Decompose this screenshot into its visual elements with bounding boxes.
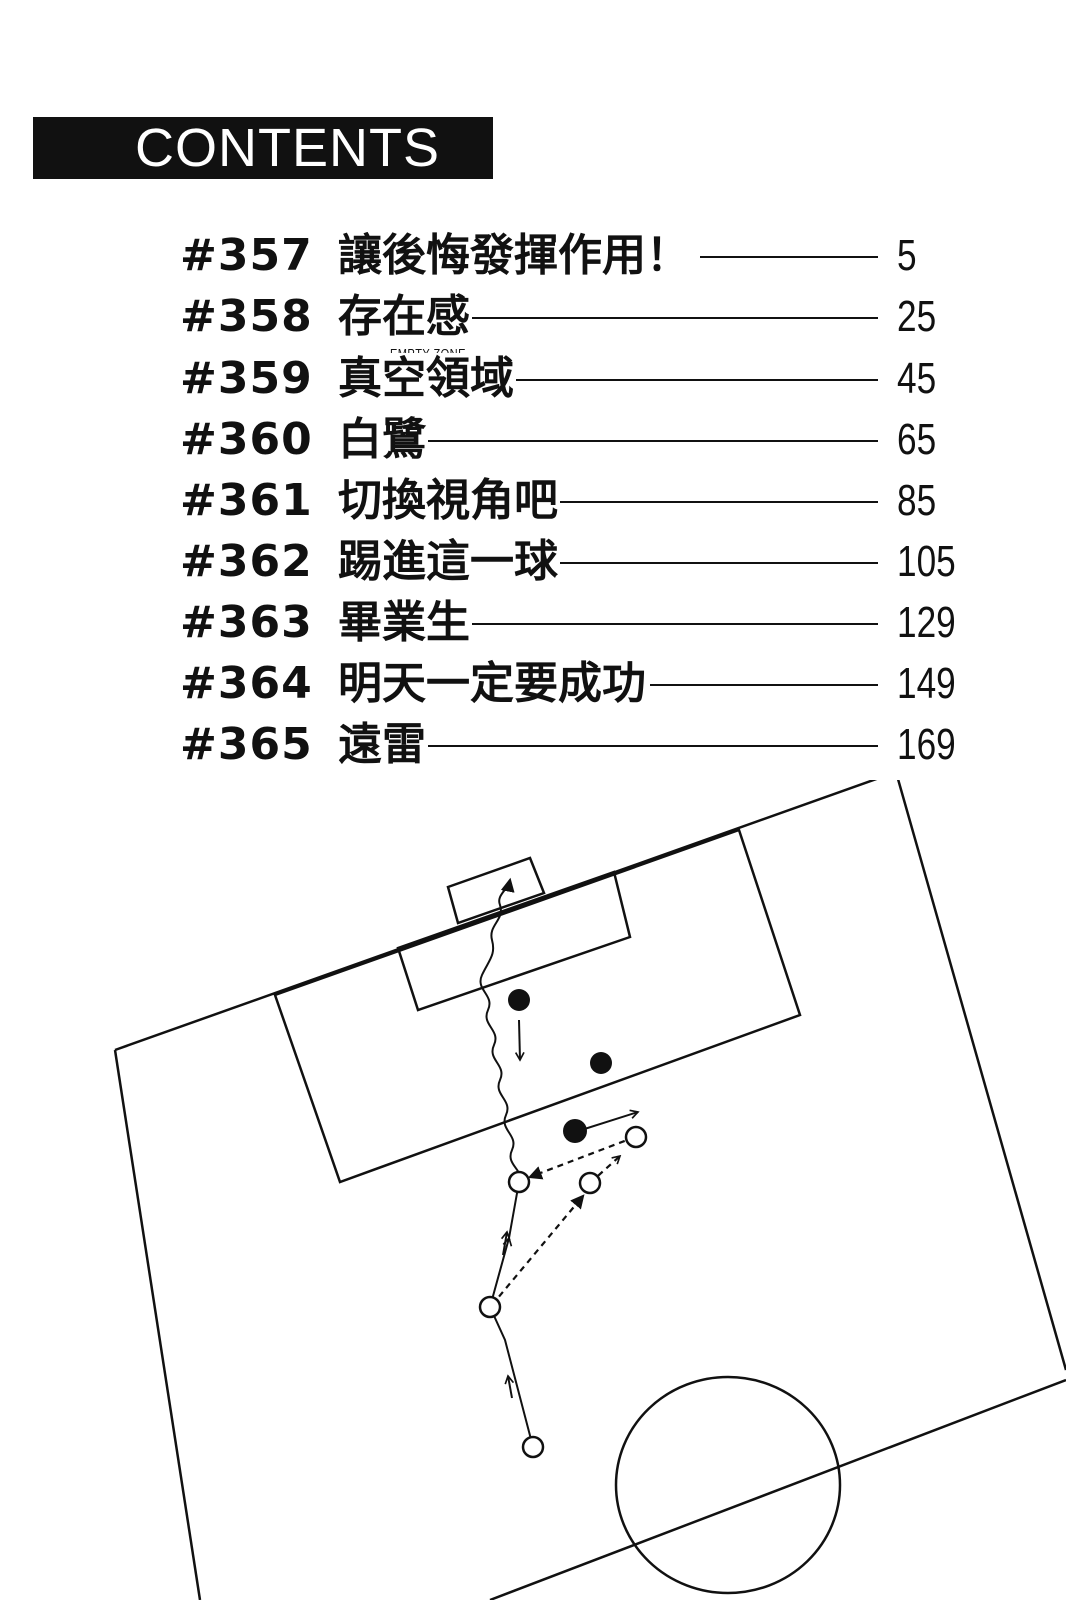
page-number: 149 (897, 659, 956, 708)
toc-entry[interactable]: #360 白鷺 65 (0, 410, 1066, 472)
chapter-title: 讓後悔發揮作用！ (338, 230, 692, 282)
toc-leader-line (515, 379, 878, 381)
chapter-title: 白鷺 (338, 414, 428, 466)
chapter-title: 切換視角吧 (338, 475, 560, 527)
run-path (489, 1306, 534, 1448)
chapter-title: 畢業生 (338, 597, 472, 649)
chapter-number: #358 (180, 291, 313, 342)
page-number: 105 (897, 537, 956, 586)
toc-leader-line (700, 256, 878, 258)
chapter-title: 存在感 (338, 291, 472, 343)
toc-leader-line (425, 745, 878, 747)
movement-arrow (519, 1019, 520, 1060)
attacker-marker (507, 1170, 531, 1194)
attacker-marker (478, 1295, 502, 1319)
toc-entry[interactable]: #359 真空領域 45 (0, 349, 1066, 411)
page-number: 25 (897, 292, 937, 341)
page-number: 129 (897, 598, 956, 647)
contents-header-title: CONTENTS (135, 118, 440, 178)
page-number: 85 (897, 476, 937, 525)
penalty-area (273, 828, 802, 1184)
chapter-number: #360 (180, 414, 313, 465)
pitch-outline (114, 780, 1066, 1371)
chapter-number: #357 (180, 230, 313, 281)
toc-leader-line (425, 440, 878, 442)
toc-entry[interactable]: #357 讓後悔發揮作用！ 5 (0, 226, 1066, 288)
goal (446, 856, 546, 925)
chapter-title: 踢進這一球 (338, 536, 560, 588)
page-number: 169 (897, 720, 956, 769)
toc-entry[interactable]: #364 明天一定要成功 149 (0, 654, 1066, 716)
attacker-marker (624, 1125, 648, 1149)
chapter-number: #364 (180, 658, 313, 709)
chapter-number: #359 (180, 353, 313, 404)
attacker-marker (521, 1435, 545, 1459)
toc-entry[interactable]: #363 畢業生 129 (0, 593, 1066, 655)
defender-marker (508, 989, 530, 1011)
soccer-pitch-diagram (113, 780, 1066, 1600)
toc-entry[interactable]: #362 踢進這一球 105 (0, 532, 1066, 594)
toc-entry[interactable]: #361 切換視角吧 85 (0, 471, 1066, 533)
chapter-title: 真空領域 (338, 353, 516, 405)
pass-line (527, 1135, 636, 1180)
pass-line (589, 1156, 620, 1184)
table-of-contents: #357 讓後悔發揮作用！ 5 #358 存在感 25 EMPTY ZONE #… (0, 226, 1066, 777)
toc-leader-line (560, 501, 878, 503)
chapter-number: #363 (180, 597, 313, 648)
defender-marker (590, 1052, 612, 1074)
toc-leader-line (560, 562, 878, 564)
halfway-line (489, 1378, 1066, 1600)
chapter-title: 明天一定要成功 (338, 658, 648, 710)
contents-header-bar (33, 117, 493, 179)
pitch-outline (113, 1049, 202, 1600)
chapter-title: 遠雷 (338, 719, 428, 771)
dribble-path (479, 877, 522, 1183)
toc-entry[interactable]: #358 存在感 25 (0, 287, 1066, 349)
movement-arrow (503, 1232, 507, 1256)
toc-leader-line (650, 684, 878, 686)
page-number: 65 (897, 415, 937, 464)
toc-entry[interactable]: #365 遠雷 169 (0, 715, 1066, 777)
movement-arrow (508, 1376, 512, 1399)
chapter-number: #362 (180, 536, 313, 587)
toc-leader-line (470, 317, 878, 319)
chapter-number: #361 (180, 475, 313, 526)
center-circle (614, 1375, 842, 1595)
defender-marker (563, 1119, 587, 1143)
chapter-number: #365 (180, 719, 313, 770)
goal-area (396, 870, 632, 1012)
attacker-marker (578, 1171, 602, 1195)
pass-line (491, 1194, 585, 1306)
page-number: 45 (897, 354, 937, 403)
toc-leader-line (470, 623, 878, 625)
page-number: 5 (897, 231, 917, 280)
